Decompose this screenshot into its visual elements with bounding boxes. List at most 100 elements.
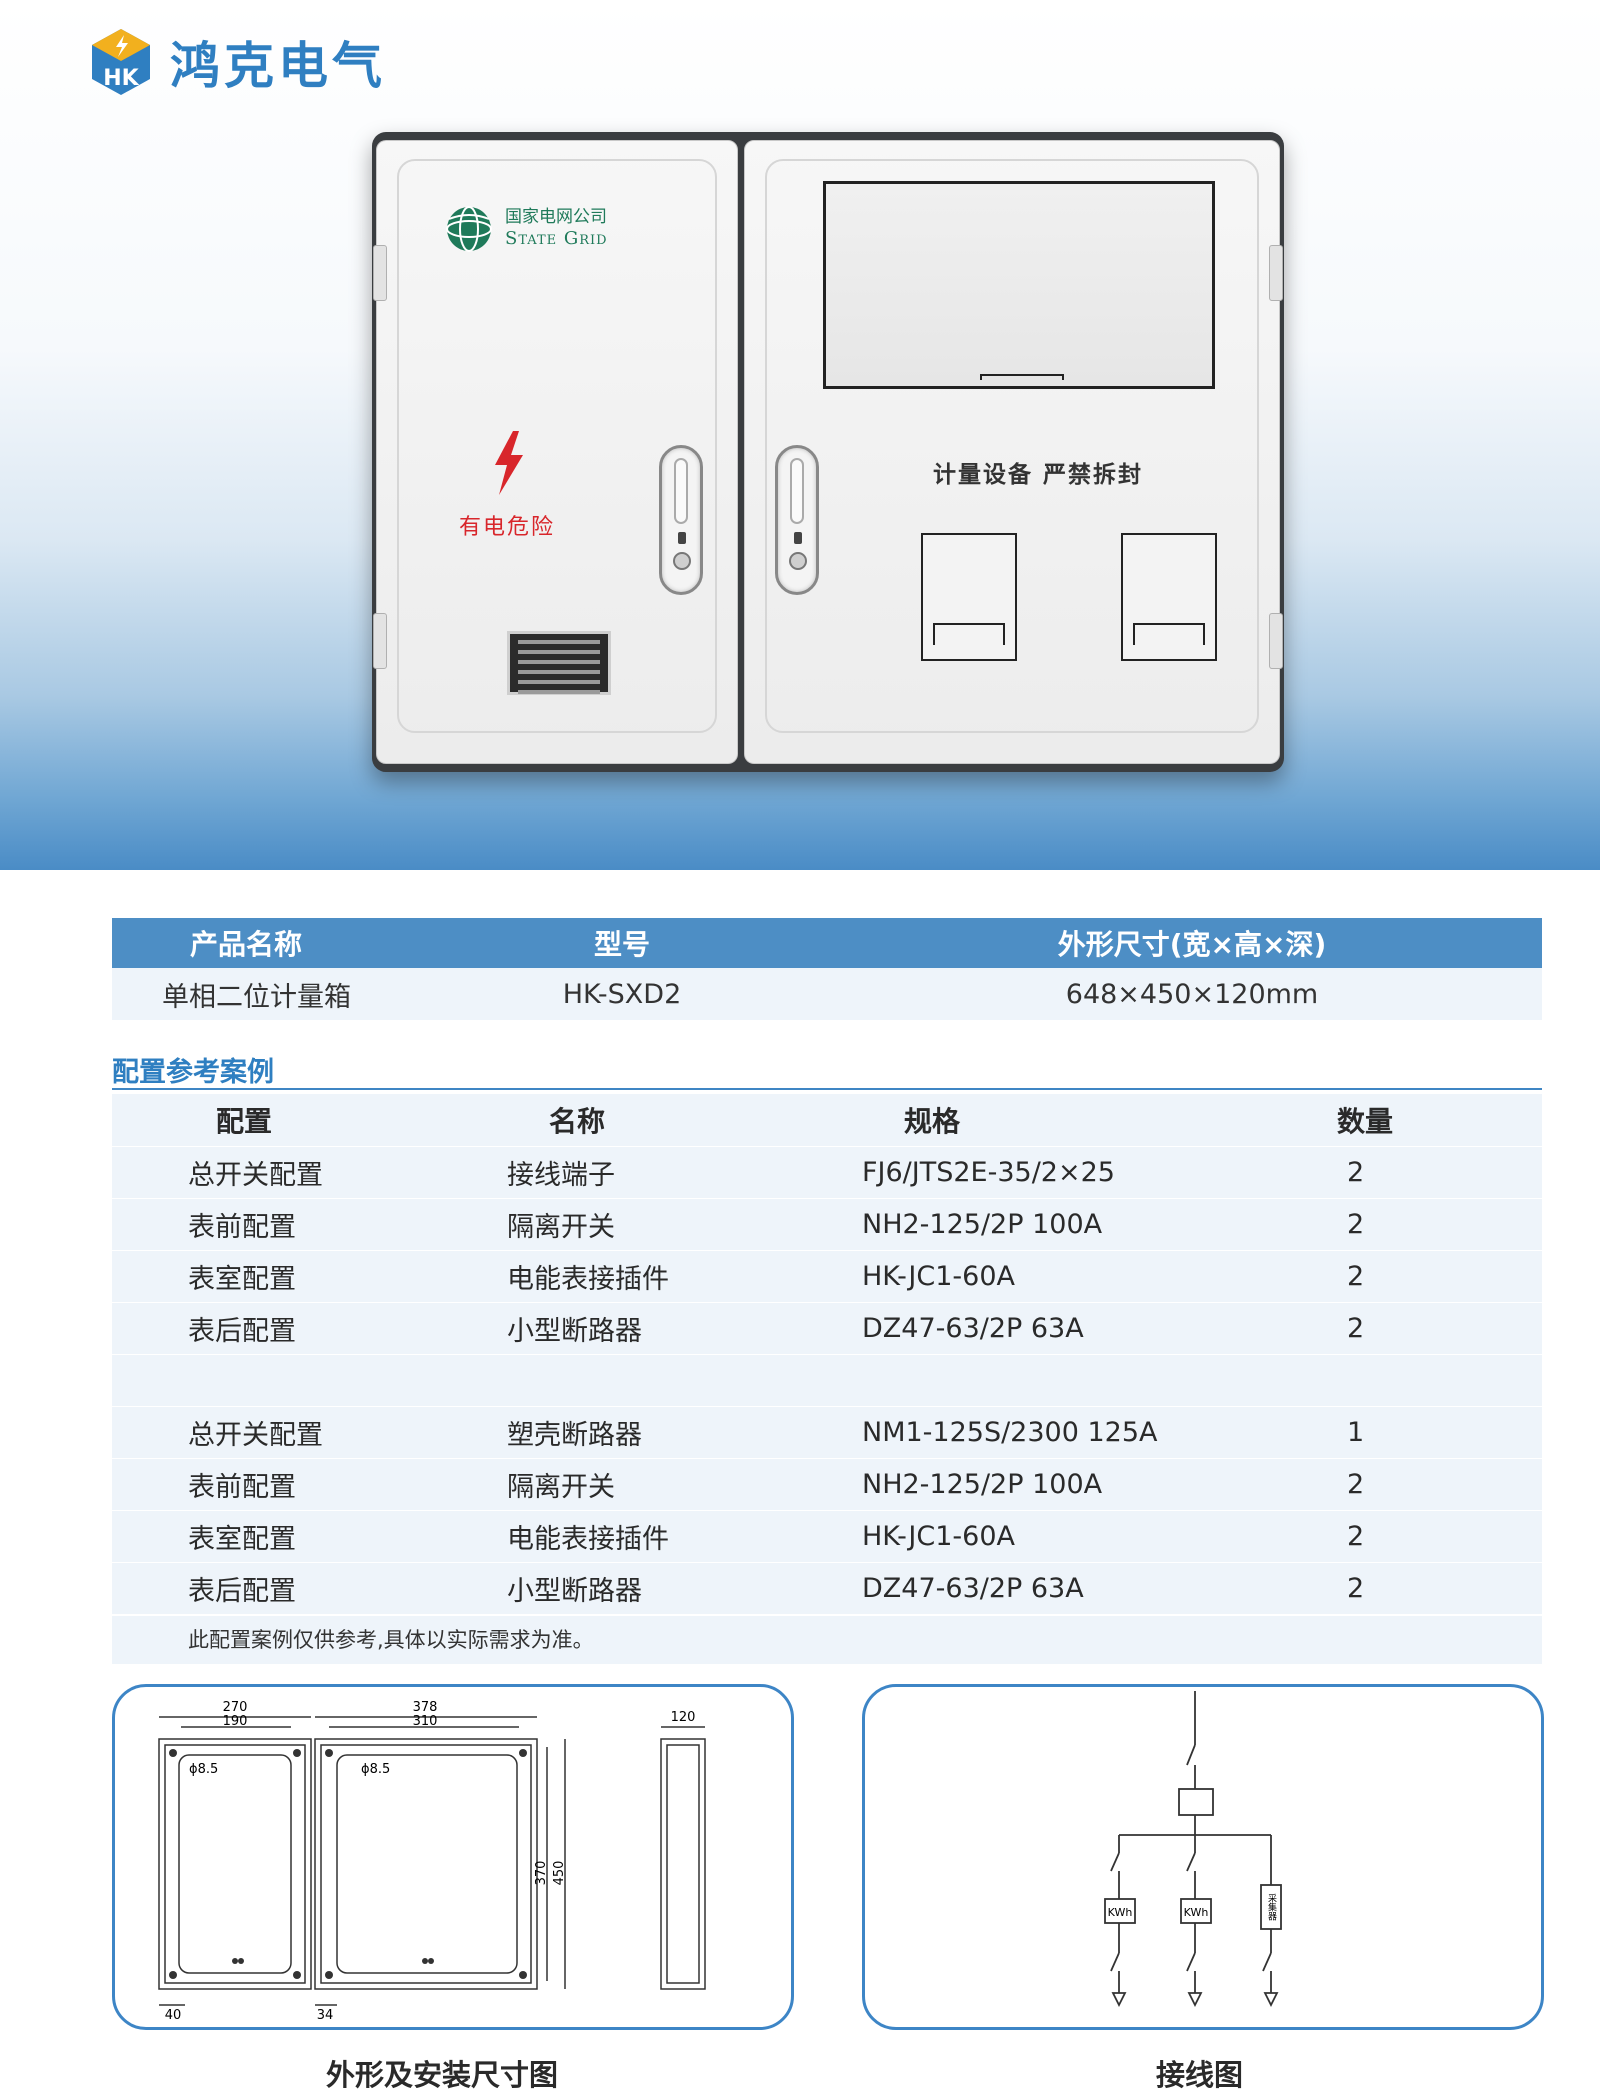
spacer-row [112, 1353, 1542, 1406]
dim-190: 190 [223, 1714, 248, 1729]
dim-hole-left: ϕ8.5 [189, 1762, 218, 1777]
name-cell: 塑壳断路器 [507, 1405, 862, 1458]
config-cell: 总开关配置 [112, 1405, 507, 1458]
hinge [1269, 245, 1283, 301]
product-table-header: 产品名称 型号 外形尺寸(宽×高×深) [112, 918, 1542, 968]
spec-cell: FJ6/JTS2E-35/2×25 [862, 1145, 1337, 1198]
dimension-drawing-panel: 270 190 378 310 120 ϕ8.5 ϕ8.5 370 450 40… [112, 1684, 794, 2030]
door-handle-left [659, 445, 703, 595]
qty-cell: 2 [1337, 1509, 1542, 1562]
spec-cell: HK-JC1-60A [862, 1249, 1337, 1302]
wiring-diagram: KWh KWh 采集器 [1104, 1691, 1282, 2008]
hinge [1269, 613, 1283, 669]
meter-1-label: KWh [1108, 1906, 1133, 1919]
config-cell: 表前配置 [112, 1457, 507, 1510]
product-name: 单相二位计量箱 [112, 968, 402, 1020]
name-cell: 电能表接插件 [507, 1249, 862, 1302]
qty-cell: 2 [1337, 1457, 1542, 1510]
table-row: 表前配置 隔离开关 NH2-125/2P 100A 2 [112, 1197, 1542, 1250]
hinge [373, 245, 387, 301]
meter-2-label: KWh [1184, 1906, 1209, 1919]
table-row: 表前配置 隔离开关 NH2-125/2P 100A 2 [112, 1457, 1542, 1510]
state-grid-cn: 国家电网公司 [505, 207, 607, 228]
qty-cell: 2 [1337, 1197, 1542, 1250]
name-cell: 隔离开关 [507, 1457, 862, 1510]
config-cell: 表室配置 [112, 1249, 507, 1302]
name-cell: 小型断路器 [507, 1301, 862, 1354]
lock-icon [789, 552, 807, 570]
viewing-window [823, 181, 1215, 389]
name-cell: 小型断路器 [507, 1561, 862, 1614]
door-handle-right [775, 445, 819, 595]
state-grid-en: State Grid [505, 228, 608, 250]
keyhole-icon [678, 532, 686, 544]
header-dimensions: 外形尺寸(宽×高×深) [842, 918, 1542, 968]
nameplate [507, 631, 611, 695]
table-row: 单相二位计量箱 HK-SXD2 648×450×120mm [112, 968, 1542, 1020]
brand-name: 鸿克电气 [170, 37, 386, 95]
hinge [373, 613, 387, 669]
config-cell: 表室配置 [112, 1509, 507, 1562]
collector-label: 采集器 [1266, 1893, 1277, 1920]
header-quantity: 数量 [1337, 1094, 1542, 1146]
danger-label: 有电危险 [459, 515, 556, 540]
meter-window-2 [1121, 533, 1217, 661]
config-note: 此配置案例仅供参考,具体以实际需求为准。 [112, 1616, 1542, 1664]
left-door: 国家电网公司 State Grid 有电危险 [373, 140, 738, 764]
brand-logo: HK 鸿克电气 [86, 26, 386, 98]
hero-banner: HK 鸿克电气 国家电网公司 State Grid [0, 0, 1600, 870]
wiring-diagram-panel: KWh KWh 采集器 [862, 1684, 1544, 2030]
dim-378: 378 [413, 1700, 438, 1715]
meter-window-1 [921, 533, 1017, 661]
spec-cell: NH2-125/2P 100A [862, 1457, 1337, 1510]
header-product-name: 产品名称 [112, 918, 402, 968]
name-cell: 接线端子 [507, 1145, 862, 1198]
config-cell: 表前配置 [112, 1197, 507, 1250]
table-row: 表室配置 电能表接插件 HK-JC1-60A 2 [112, 1509, 1542, 1562]
lightning-bolt-icon [495, 431, 523, 495]
keyhole-icon [794, 532, 802, 544]
config-divider [112, 1088, 1542, 1090]
dim-450: 450 [552, 1861, 567, 1886]
dim-310: 310 [413, 1714, 438, 1729]
svg-text:HK: HK [103, 66, 139, 91]
table-row: 表室配置 电能表接插件 HK-JC1-60A 2 [112, 1249, 1542, 1302]
spec-cell: HK-JC1-60A [862, 1509, 1337, 1562]
dim-hole-right: ϕ8.5 [361, 1762, 390, 1777]
config-table: 配置 名称 规格 数量 总开关配置 接线端子 FJ6/JTS2E-35/2×25… [112, 1094, 1542, 1614]
dim-370: 370 [534, 1861, 549, 1886]
dim-34: 34 [317, 2008, 334, 2023]
name-cell: 隔离开关 [507, 1197, 862, 1250]
spec-cell: NH2-125/2P 100A [862, 1197, 1337, 1250]
seal-label: 计量设备 严禁拆封 [933, 462, 1144, 488]
table-row: 表后配置 小型断路器 DZ47-63/2P 63A 2 [112, 1561, 1542, 1614]
dimension-drawing: 270 190 378 310 120 ϕ8.5 ϕ8.5 370 450 40… [158, 1700, 706, 2023]
qty-cell: 2 [1337, 1145, 1542, 1198]
header-name: 名称 [507, 1094, 862, 1146]
header-model: 型号 [402, 918, 842, 968]
config-cell: 表后配置 [112, 1561, 507, 1614]
qty-cell: 2 [1337, 1301, 1542, 1354]
config-header-row: 配置 名称 规格 数量 [112, 1094, 1542, 1146]
product-dimensions: 648×450×120mm [842, 968, 1542, 1020]
name-cell: 电能表接插件 [507, 1509, 862, 1562]
table-row: 总开关配置 接线端子 FJ6/JTS2E-35/2×25 2 [112, 1145, 1542, 1198]
product-table: 产品名称 型号 外形尺寸(宽×高×深) 单相二位计量箱 HK-SXD2 648×… [112, 918, 1542, 1020]
qty-cell: 1 [1337, 1405, 1542, 1458]
qty-cell: 2 [1337, 1561, 1542, 1614]
state-grid-logo: 国家电网公司 State Grid [443, 203, 608, 255]
product-model: HK-SXD2 [402, 968, 842, 1020]
header-spec: 规格 [862, 1094, 1337, 1146]
table-row: 总开关配置 塑壳断路器 NM1-125S/2300 125A 1 [112, 1405, 1542, 1458]
right-door: 计量设备 严禁拆封 [744, 140, 1283, 764]
table-row: 表后配置 小型断路器 DZ47-63/2P 63A 2 [112, 1301, 1542, 1354]
hk-logo-icon: HK [92, 29, 150, 95]
config-cell: 表后配置 [112, 1301, 507, 1354]
meter-box-photo: 国家电网公司 State Grid 有电危险 计量设备 严禁拆封 [372, 132, 1284, 772]
state-grid-globe-icon [446, 206, 492, 252]
config-cell: 总开关配置 [112, 1145, 507, 1198]
spec-cell: DZ47-63/2P 63A [862, 1301, 1337, 1354]
config-title: 配置参考案例 [112, 1057, 274, 1088]
spec-cell: DZ47-63/2P 63A [862, 1561, 1337, 1614]
lock-icon [673, 552, 691, 570]
